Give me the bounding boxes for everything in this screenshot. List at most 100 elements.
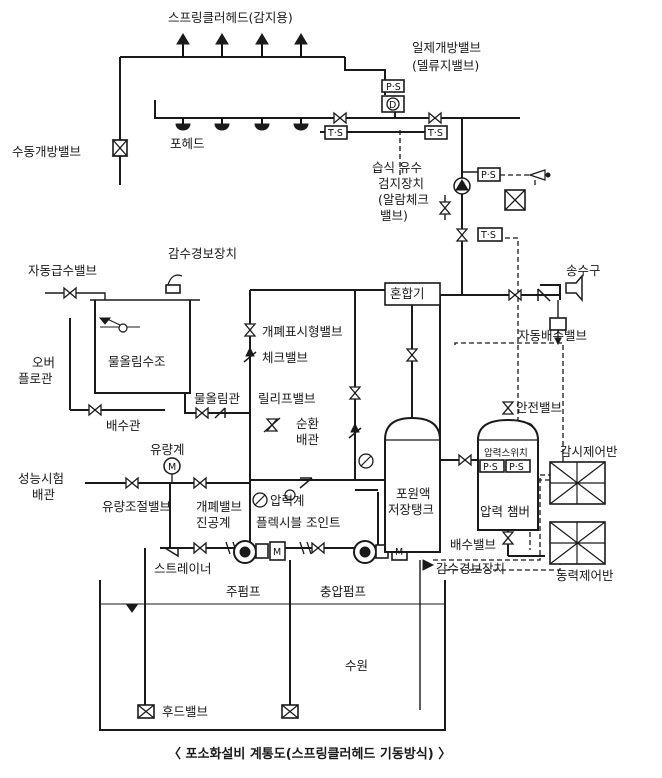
priming-tank <box>90 299 200 394</box>
check-valve-icon <box>537 288 551 302</box>
label-wet-alarm-2: 검지장치 <box>378 176 424 191</box>
manual-valve-icon <box>111 139 129 157</box>
valves <box>63 112 551 554</box>
tag-ps: P·S <box>483 462 498 473</box>
label-deluge-valve-1: 일제개방밸브 <box>412 40 481 55</box>
label-main-pump: 주펌프 <box>226 584 261 599</box>
retard-chamber-icon <box>504 189 526 211</box>
flexible-joint-icon <box>299 541 312 555</box>
label-pressure-chamber: 압력 챔버 <box>480 504 530 519</box>
tag-ps: P·S <box>481 170 496 181</box>
gate-valve-icon <box>508 289 522 301</box>
label-jockey-pump: 충압펌프 <box>320 584 366 599</box>
label-power-panel: 동력제어반 <box>556 568 614 583</box>
alarm-bell-icon <box>528 169 551 181</box>
foam-head-icon <box>254 118 270 131</box>
alarm-check-valve <box>453 177 471 195</box>
tamper-switch <box>324 125 348 140</box>
low-water-alarm-icon <box>422 559 435 571</box>
label-overflow-1: 오버 <box>32 355 55 370</box>
foot-valve-icon <box>137 704 155 719</box>
label-foot-valve: 후드밸브 <box>162 704 208 719</box>
tag-ts: T·S <box>480 230 496 241</box>
label-priming-pipe: 물올림관 <box>194 391 241 406</box>
water-source-tank <box>99 580 446 731</box>
pressure-switch <box>477 167 501 182</box>
label-auto-supply-valve: 자동급수밸브 <box>28 263 97 278</box>
auto-supply-valve-icon <box>63 287 77 299</box>
label-auto-drain-valve: 자동배수밸브 <box>518 328 587 343</box>
tag-m: M <box>273 547 281 558</box>
label-relief-valve: 릴리프밸브 <box>258 391 316 406</box>
relief-valve-icon <box>263 417 281 433</box>
sprinkler-head-icon <box>255 33 269 57</box>
foam-head-icon <box>214 118 230 131</box>
foam-head-icon <box>175 118 191 131</box>
label-foam-tank-1: 포원액 <box>396 486 431 501</box>
labels: 스프링클러헤드(감지용) 일제개방밸브 (델류지밸브) 수동개방밸브 포헤드 습… <box>12 10 618 762</box>
label-wet-alarm-1: 습식 유수 <box>372 160 422 175</box>
label-gate-test-valve: 개폐표시형밸브 <box>262 324 343 339</box>
tag-ts: T·S <box>427 128 443 139</box>
mixer-box <box>384 282 441 306</box>
deluge-valve <box>381 79 405 113</box>
caption: 〈 포소화설비 계통도(스프링클러헤드 기동방식) 〉 <box>168 746 451 762</box>
tag-ts: T·S <box>327 128 343 139</box>
gate-valve-icon <box>458 454 472 466</box>
flow-meter-icon <box>163 457 181 483</box>
devices <box>90 79 606 731</box>
label-water-alarm-top: 감수경보장치 <box>168 246 237 261</box>
pressure-gauge-icon <box>284 489 296 501</box>
label-circulation-2: 배관 <box>296 432 320 447</box>
label-flow-meter: 유량계 <box>150 442 185 457</box>
label-mixer: 혼합기 <box>390 286 425 301</box>
label-flow-ctrl-valve: 유량조절밸브 <box>102 499 171 514</box>
label-wet-alarm-4: 밸브) <box>380 208 408 223</box>
sprinkler-heads <box>176 33 308 57</box>
label-overflow-2: 플로관 <box>18 371 53 386</box>
label-vacuum-gauge: 진공계 <box>196 515 231 530</box>
label-water-source: 수원 <box>345 658 368 673</box>
priming-valve-icon <box>195 407 209 419</box>
label-strainer: 스트레이너 <box>154 561 212 576</box>
gate-valve-icon <box>193 477 207 489</box>
power-control-panel <box>549 521 606 565</box>
check-valve-icon <box>214 407 226 419</box>
label-foam-head: 포헤드 <box>170 136 205 151</box>
drain-valve-icon <box>88 404 102 416</box>
label-pressure-gauge: 압력계 <box>270 493 305 508</box>
label-perf-test-2: 배관 <box>32 487 56 502</box>
label-deluge-valve-2: (델류지밸브) <box>412 58 479 73</box>
gate-valve-icon <box>311 542 325 554</box>
gate-valve-icon <box>406 348 418 362</box>
gate-test-valve-icon <box>244 323 256 337</box>
sprinkler-head-icon <box>215 33 229 57</box>
check-valve-icon <box>243 346 257 368</box>
gate-valve-icon <box>456 228 468 242</box>
label-perf-test-1: 성능시험 <box>18 471 64 486</box>
label-gate-valve: 개폐밸브 <box>196 499 242 514</box>
drain-valve-icon <box>439 201 451 215</box>
safety-valve-icon <box>502 401 514 415</box>
label-flex-joint: 플렉시블 조인트 <box>256 515 340 530</box>
gate-valve-icon <box>333 112 347 124</box>
gate-valve-icon <box>349 386 361 400</box>
main-pump <box>233 540 286 564</box>
sprinkler-head-icon <box>294 33 308 57</box>
sprinkler-head-icon <box>176 33 190 57</box>
tag-ps: P·S <box>509 462 524 473</box>
foam-head-icon <box>293 118 309 131</box>
monitor-control-panel <box>549 461 606 505</box>
flow-control-valve-icon <box>125 477 139 489</box>
label-manual-valve: 수동개방밸브 <box>12 144 81 159</box>
label-water-alarm-bottom: 감수경보장치 <box>436 561 505 576</box>
tag-d: D <box>389 100 396 111</box>
label-check-valve: 체크밸브 <box>262 350 308 365</box>
label-drain-valve: 배수밸브 <box>450 537 496 552</box>
fire-dept-connection-icon <box>549 273 583 346</box>
label-sprinkler-head: 스프링클러헤드(감지용) <box>168 10 293 25</box>
check-valve-icon <box>348 422 362 444</box>
pressure-chamber <box>477 418 539 531</box>
label-safety-valve: 안전밸브 <box>516 400 562 415</box>
label-foam-tank-2: 저장탱크 <box>388 502 434 517</box>
